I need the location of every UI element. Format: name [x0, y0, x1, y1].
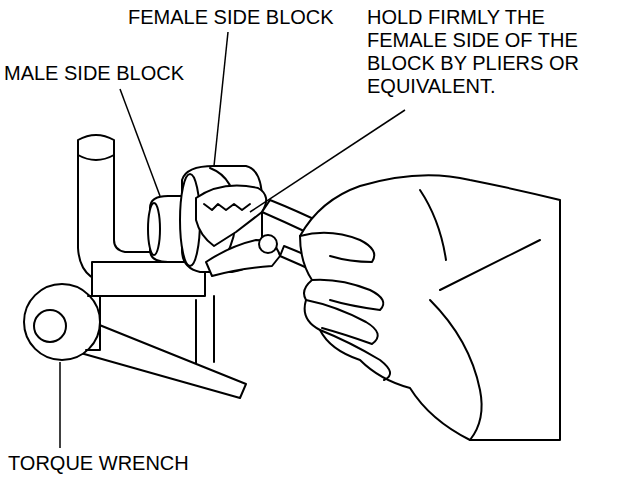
part-label: FEMALE SIDE BLOCK — [126, 6, 336, 29]
part-label: MALE SIDE BLOCK — [2, 62, 186, 85]
part-label: TORQUE WRENCH — [6, 452, 191, 475]
instruction-note: HOLD FIRMLY THE FEMALE SIDE OF THE BLOCK… — [365, 6, 631, 98]
